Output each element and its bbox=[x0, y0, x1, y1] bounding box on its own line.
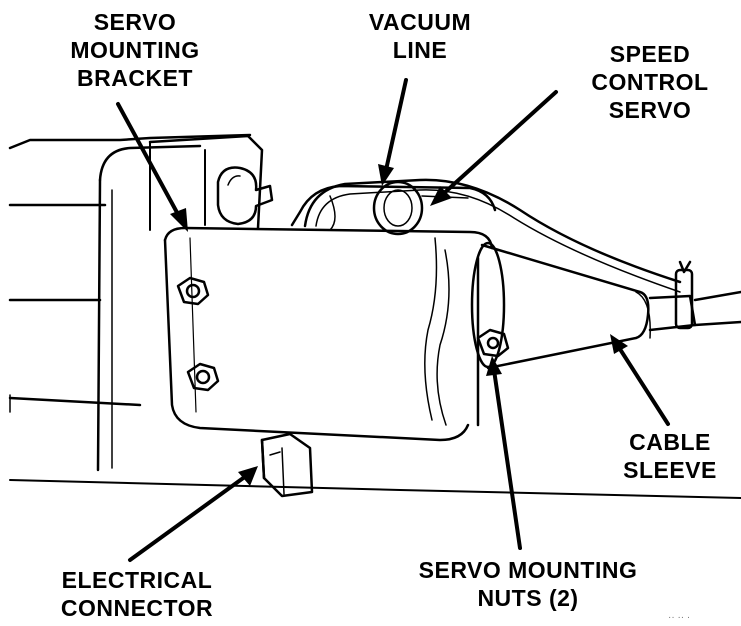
bracket-bolts bbox=[176, 276, 220, 392]
label-line: MOUNTING bbox=[70, 37, 200, 63]
servo-mounting-nut bbox=[476, 328, 510, 358]
servo-mounting-bracket bbox=[163, 226, 494, 442]
arrow-connector bbox=[128, 474, 248, 562]
label-line: BRACKET bbox=[77, 65, 193, 91]
svg-text:·· ·· ·: ·· ·· · bbox=[668, 612, 690, 623]
label-line: SERVO bbox=[93, 9, 177, 35]
arrow-vacuum bbox=[384, 78, 408, 172]
cable-sleeve-label: CABLE SLEEVE bbox=[600, 428, 740, 484]
speed-control-servo-label: SPEED CONTROL SERVO bbox=[560, 40, 740, 124]
label-line: SLEEVE bbox=[623, 457, 717, 483]
electrical-connector bbox=[260, 432, 314, 498]
label-line: CONNECTOR bbox=[60, 595, 214, 621]
label-line: SERVO bbox=[608, 97, 692, 123]
arrow-sleeve bbox=[616, 344, 670, 426]
arrow-heads bbox=[170, 164, 628, 486]
label-line: VACUUM bbox=[368, 9, 472, 35]
label-line: LINE bbox=[392, 37, 448, 63]
electrical-connector-label: ELECTRICAL CONNECTOR bbox=[2, 566, 272, 622]
vacuum-line-label: VACUUM LINE bbox=[350, 8, 490, 64]
vehicle-panel bbox=[8, 133, 741, 499]
arrow-nuts bbox=[492, 368, 522, 550]
label-line: CONTROL bbox=[591, 69, 709, 95]
label-line: ELECTRICAL bbox=[61, 567, 213, 593]
servo-mounting-nuts-label: SERVO MOUNTING NUTS (2) bbox=[378, 556, 678, 612]
label-line: NUTS (2) bbox=[477, 585, 579, 611]
label-line: CABLE bbox=[629, 429, 711, 455]
arrow-bracket bbox=[116, 102, 182, 220]
leader-arrows bbox=[116, 78, 670, 562]
servo-mounting-bracket-label: SERVO MOUNTING BRACKET bbox=[30, 8, 240, 92]
rear-block bbox=[148, 134, 264, 231]
arrow-servo bbox=[440, 90, 558, 197]
label-line: SPEED bbox=[609, 41, 691, 67]
vacuum-line bbox=[303, 178, 682, 293]
cable-sleeve bbox=[470, 241, 741, 370]
vacuum-fitting bbox=[216, 166, 274, 226]
label-line: SERVO MOUNTING bbox=[418, 557, 638, 583]
